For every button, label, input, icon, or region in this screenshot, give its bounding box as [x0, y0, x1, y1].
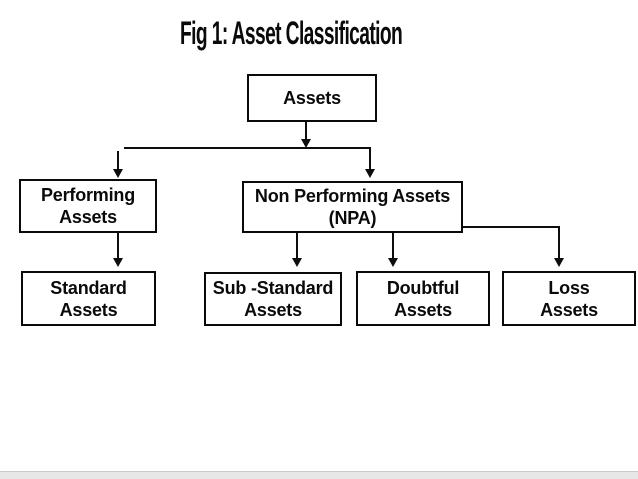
- connector-to-doubtful: [392, 233, 394, 259]
- connector-to-npa: [369, 147, 371, 170]
- arrowhead-npa-icon: [365, 169, 375, 178]
- connector-to-loss: [558, 226, 560, 259]
- bottom-divider: [0, 471, 638, 479]
- node-performing-line2: Assets: [59, 207, 117, 227]
- connector-to-substandard: [296, 233, 298, 259]
- arrowhead-substandard-icon: [292, 258, 302, 267]
- node-doubtful-line2: Assets: [394, 299, 452, 320]
- node-substandard-line1: Sub -Standard: [212, 278, 334, 298]
- node-non-performing-assets: Non Performing Assets (NPA): [242, 181, 463, 233]
- connector-assets-down: [305, 122, 307, 140]
- node-doubtful-line1: Doubtful: [386, 277, 460, 298]
- arrowhead-loss-icon: [554, 258, 564, 267]
- node-assets-label: Assets: [283, 88, 341, 108]
- connector-npa-right-horizontal: [463, 226, 560, 228]
- node-performing-line1: Performing: [40, 185, 135, 205]
- node-standard-line2: Assets: [59, 299, 118, 320]
- node-performing-assets: Performing Assets: [19, 179, 157, 233]
- arrowhead-standard-icon: [113, 258, 123, 267]
- figure-title: Fig 1: Asset Classification: [114, 14, 468, 52]
- figure-title-text: Fig 1: Asset Classification: [179, 14, 403, 51]
- arrowhead-performing-icon: [113, 169, 123, 178]
- connector-to-performing: [117, 151, 119, 170]
- node-standard-line1: Standard: [50, 277, 127, 298]
- connector-split-horizontal: [124, 147, 371, 149]
- node-npa-line1: Non Performing Assets: [254, 186, 451, 206]
- node-npa-line2: (NPA): [328, 208, 377, 228]
- node-assets: Assets: [247, 74, 377, 122]
- node-loss-line1: Loss: [548, 277, 590, 298]
- node-substandard-assets: Sub -Standard Assets: [204, 272, 342, 326]
- node-doubtful-assets: Doubtful Assets: [356, 271, 490, 326]
- connector-to-standard: [117, 232, 119, 259]
- arrowhead-doubtful-icon: [388, 258, 398, 267]
- node-substandard-line2: Assets: [244, 300, 302, 320]
- node-loss-line2: Assets: [540, 299, 598, 320]
- arrowhead-assets-icon: [301, 139, 311, 148]
- node-standard-assets: Standard Assets: [21, 271, 156, 326]
- node-loss-assets: Loss Assets: [502, 271, 636, 326]
